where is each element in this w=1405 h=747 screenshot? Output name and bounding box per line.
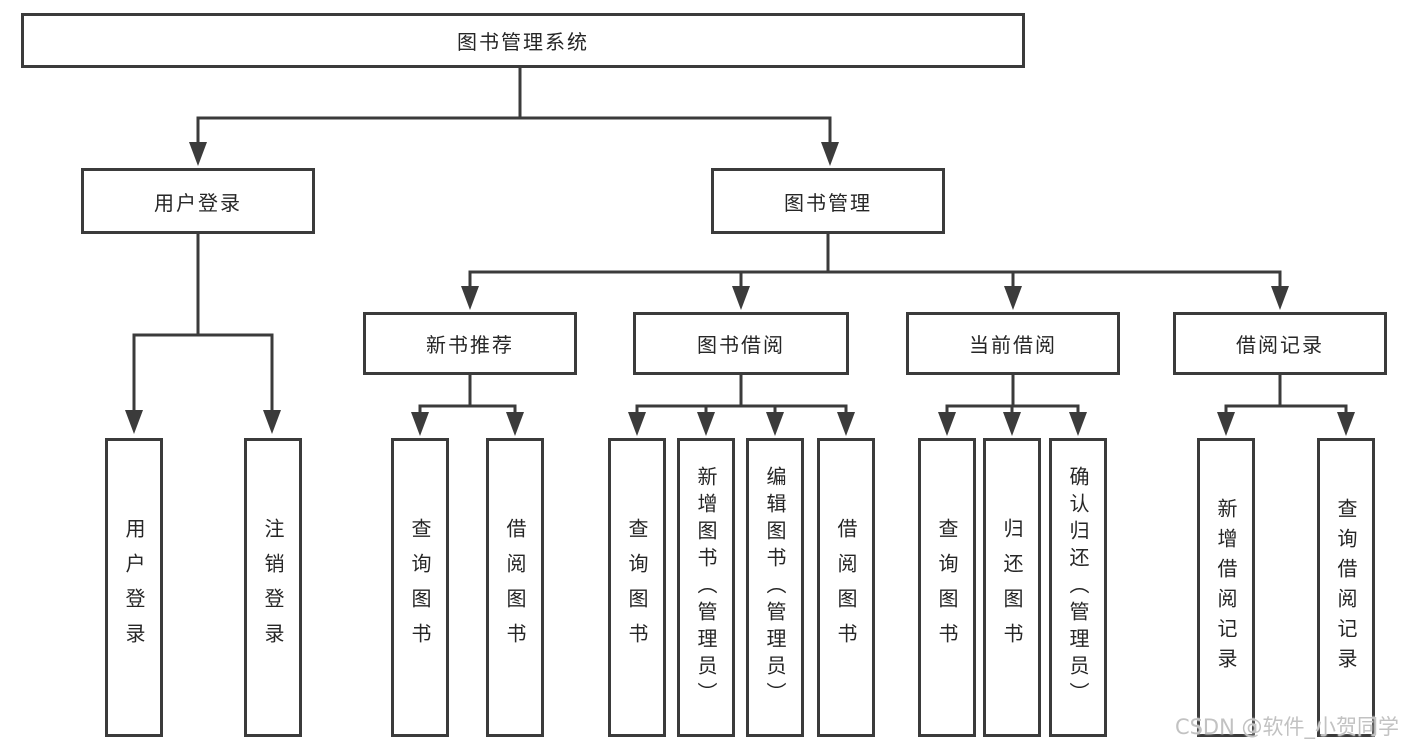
leaf-query-books-newrec-label: 查询图书	[408, 517, 432, 658]
leaf-logout: 注销登录	[244, 438, 302, 737]
node-book-management: 图书管理	[711, 168, 945, 234]
node-root-label: 图书管理系统	[457, 30, 589, 54]
arrowhead	[821, 142, 839, 166]
arrowhead	[766, 412, 784, 436]
arrowhead	[628, 412, 646, 436]
leaf-user-login: 用户登录	[105, 438, 163, 737]
node-user-login: 用户登录	[81, 168, 315, 234]
csdn-watermark: CSDN @软件_小贺同学	[1174, 715, 1399, 739]
node-book-borrowing-label: 图书借阅	[697, 333, 785, 357]
arrowhead	[837, 412, 855, 436]
leaf-add-books-admin-label: 新增图书（管理员）	[694, 466, 718, 709]
leaf-return-books: 归还图书	[983, 438, 1041, 737]
leaf-return-books-label: 归还图书	[1000, 517, 1024, 658]
node-user-login-label: 用户登录	[154, 190, 242, 215]
arrowhead	[1004, 286, 1022, 310]
node-book-management-label: 图书管理	[784, 190, 872, 215]
leaf-edit-books-admin-label: 编辑图书（管理员）	[763, 466, 787, 709]
leaf-query-books-current: 查询图书	[918, 438, 976, 737]
leaf-add-borrow-record: 新增借阅记录	[1197, 438, 1255, 737]
leaf-query-books-borrowing: 查询图书	[608, 438, 666, 737]
leaf-confirm-return-admin: 确认归还（管理员）	[1049, 438, 1107, 737]
arrowhead	[1217, 412, 1235, 436]
leaf-add-borrow-record-label: 新增借阅记录	[1214, 497, 1238, 678]
arrowhead	[411, 412, 429, 436]
leaf-logout-label: 注销登录	[261, 517, 285, 658]
leaf-query-books-current-label: 查询图书	[935, 517, 959, 658]
node-new-book-recommendation-label: 新书推荐	[426, 333, 514, 357]
arrowhead	[938, 412, 956, 436]
arrowhead	[189, 142, 207, 166]
arrowhead	[732, 286, 750, 310]
node-root: 图书管理系统	[21, 13, 1025, 68]
leaf-user-login-label: 用户登录	[122, 517, 146, 658]
leaf-query-books-newrec: 查询图书	[391, 438, 449, 737]
leaf-add-books-admin: 新增图书（管理员）	[677, 438, 735, 737]
leaf-borrow-books-label: 借阅图书	[834, 517, 858, 658]
arrowhead	[263, 410, 281, 434]
arrowhead	[461, 286, 479, 310]
node-borrowing-records: 借阅记录	[1173, 312, 1387, 375]
node-current-borrowing: 当前借阅	[906, 312, 1120, 375]
leaf-borrow-books-newrec-label: 借阅图书	[503, 517, 527, 658]
leaf-edit-books-admin: 编辑图书（管理员）	[746, 438, 804, 737]
leaf-borrow-books-newrec: 借阅图书	[486, 438, 544, 737]
node-borrowing-records-label: 借阅记录	[1236, 333, 1324, 357]
arrowhead	[1003, 412, 1021, 436]
leaf-borrow-books: 借阅图书	[817, 438, 875, 737]
arrowhead	[125, 410, 143, 434]
arrowhead	[1337, 412, 1355, 436]
node-new-book-recommendation: 新书推荐	[363, 312, 577, 375]
node-book-borrowing: 图书借阅	[633, 312, 849, 375]
arrowhead	[697, 412, 715, 436]
node-current-borrowing-label: 当前借阅	[969, 333, 1057, 357]
leaf-confirm-return-admin-label: 确认归还（管理员）	[1066, 466, 1090, 709]
leaf-query-books-borrowing-label: 查询图书	[625, 517, 649, 658]
arrowhead	[1069, 412, 1087, 436]
arrowhead	[1271, 286, 1289, 310]
leaf-query-borrow-record: 查询借阅记录	[1317, 438, 1375, 737]
arrowhead	[506, 412, 524, 436]
leaf-query-borrow-record-label: 查询借阅记录	[1334, 497, 1358, 678]
